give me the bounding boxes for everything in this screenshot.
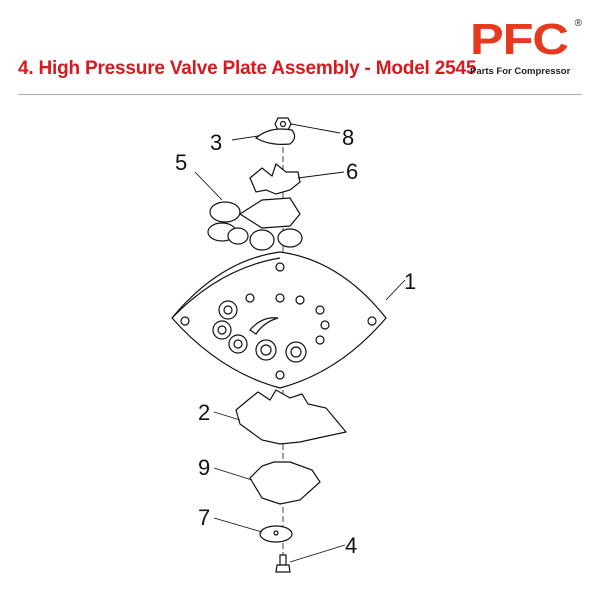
part-8-nut xyxy=(274,117,292,131)
part-4-bolt xyxy=(275,554,291,573)
callout-1: 1 xyxy=(404,269,416,294)
callout-8: 8 xyxy=(342,125,354,150)
part-3-retainer xyxy=(254,128,296,145)
header-divider xyxy=(18,94,582,95)
part-7-washer xyxy=(259,525,293,543)
leader-lines xyxy=(194,123,406,563)
callout-4: 4 xyxy=(345,533,357,558)
callout-6: 6 xyxy=(346,159,358,184)
callout-2: 2 xyxy=(198,400,210,425)
part-5-reed-valve xyxy=(207,197,303,251)
part-1-valve-plate xyxy=(171,251,387,389)
part-9-spring xyxy=(249,461,321,505)
part-6-spring xyxy=(249,162,301,195)
callout-3: 3 xyxy=(210,130,222,155)
page-title: 4. High Pressure Valve Plate Assembly - … xyxy=(18,58,477,79)
registered-mark: ® xyxy=(574,18,582,29)
callout-9: 9 xyxy=(198,455,210,480)
part-2-valve xyxy=(235,389,348,445)
pfc-logo: PFC ® Parts For Compressor xyxy=(470,18,588,82)
logo-mark: PFC xyxy=(470,15,569,64)
callout-7: 7 xyxy=(198,505,210,530)
logo-tagline: Parts For Compressor xyxy=(470,66,571,77)
callout-5: 5 xyxy=(175,150,187,175)
